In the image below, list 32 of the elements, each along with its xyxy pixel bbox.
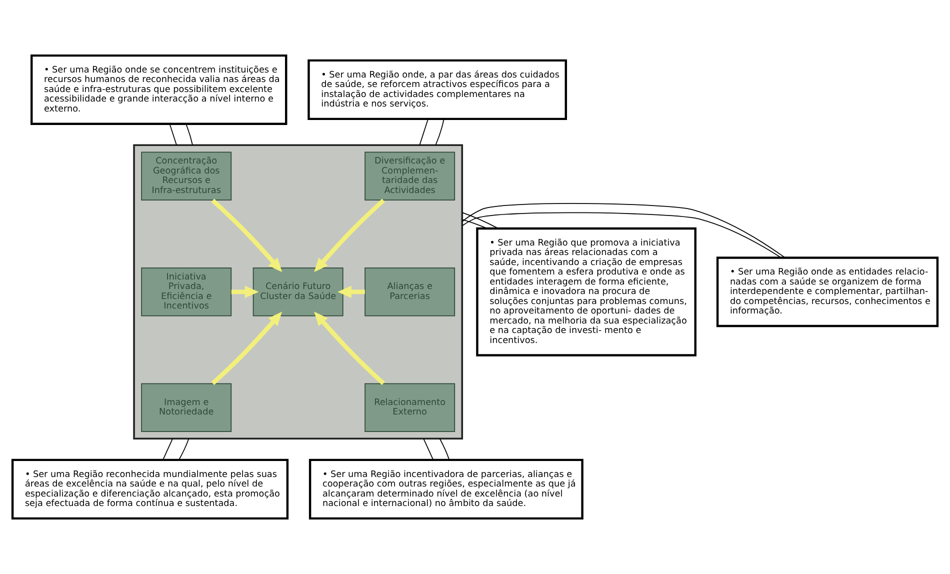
node-box: • Ser uma Região que promova a iniciativa privada nas áreas relacionadas com a saúde, incentivando a criação de empresas que fomentem a esfera produtiva e onde as entidades interagem de forma eficiente, dinâmica e inovadora na procura de soluções conjuntas para problemas comuns, no aproveitamento de oportuni- dades de mercado, na melhoria da sua especialização e na captação de investi- mento e incentivos.	[476, 227, 696, 356]
node-box: • Ser uma Região onde, a par das áreas dos cuidados de saúde, se reforcem atractivos específicos para a instalação de actividades complementares na indústria e nos serviços.	[308, 59, 567, 120]
node-box: • Ser uma Região incentivadora de parcerias, alianças e cooperação com outras regiões, especialmente as que já alcançaram determinado nível de excelência (ao nível nacional e internacional) no âmbito da saúde.	[308, 458, 584, 520]
arrow	[211, 312, 282, 386]
cluster	[133, 144, 464, 440]
connector	[178, 438, 190, 460]
arrow	[338, 286, 365, 298]
node-box: Concentração Geográfica dos Recursos e Infra-estruturas	[141, 152, 232, 201]
connector	[186, 124, 193, 146]
connector	[419, 118, 429, 146]
connector	[462, 203, 786, 258]
arrow	[231, 286, 259, 298]
arrow	[211, 198, 282, 272]
connector	[435, 118, 444, 146]
node-box: Cenário Futuro Cluster da Saúde	[252, 268, 344, 316]
node-box: • Ser uma Região onde as entidades relacio- nadas com a saúde se organizem de forma interdependente e complementar, partilhan- do competências, recursos, conhecimentos e informação.	[716, 256, 939, 328]
node-box: Diversificação e Complemen- taridade das Actividades	[364, 152, 456, 201]
arrow	[314, 312, 385, 386]
node-box: • Ser uma Região reconhecida mundialmente pelas suas áreas de excelência na saúde e na qual, pelo nível de especialização e diferenciação alcançado, esta promoção seja efectuada de forma contínua e sustentada.	[11, 458, 289, 520]
connector	[439, 438, 450, 460]
node-box: • Ser uma Região onde se concentrem instituições e recursos humanos de reconhecida valia nas áreas da saúde e infra-estruturas que possibilitem excelente acessibilidade e grande interacção a nível interno e externo.	[30, 54, 288, 125]
node-box: Iniciativa Privada, Eficiência e Incentivos	[141, 268, 232, 316]
connector	[423, 438, 434, 460]
node-box: Imagem e Notoriedade	[141, 383, 232, 432]
connector	[169, 124, 177, 146]
node-box: Alianças e Parcerias	[364, 268, 456, 316]
connector	[462, 212, 782, 258]
connector	[462, 212, 499, 229]
node-box: Relacionamento Externo	[364, 383, 456, 432]
connector	[462, 219, 488, 229]
connector	[162, 438, 174, 460]
arrow	[314, 198, 385, 272]
